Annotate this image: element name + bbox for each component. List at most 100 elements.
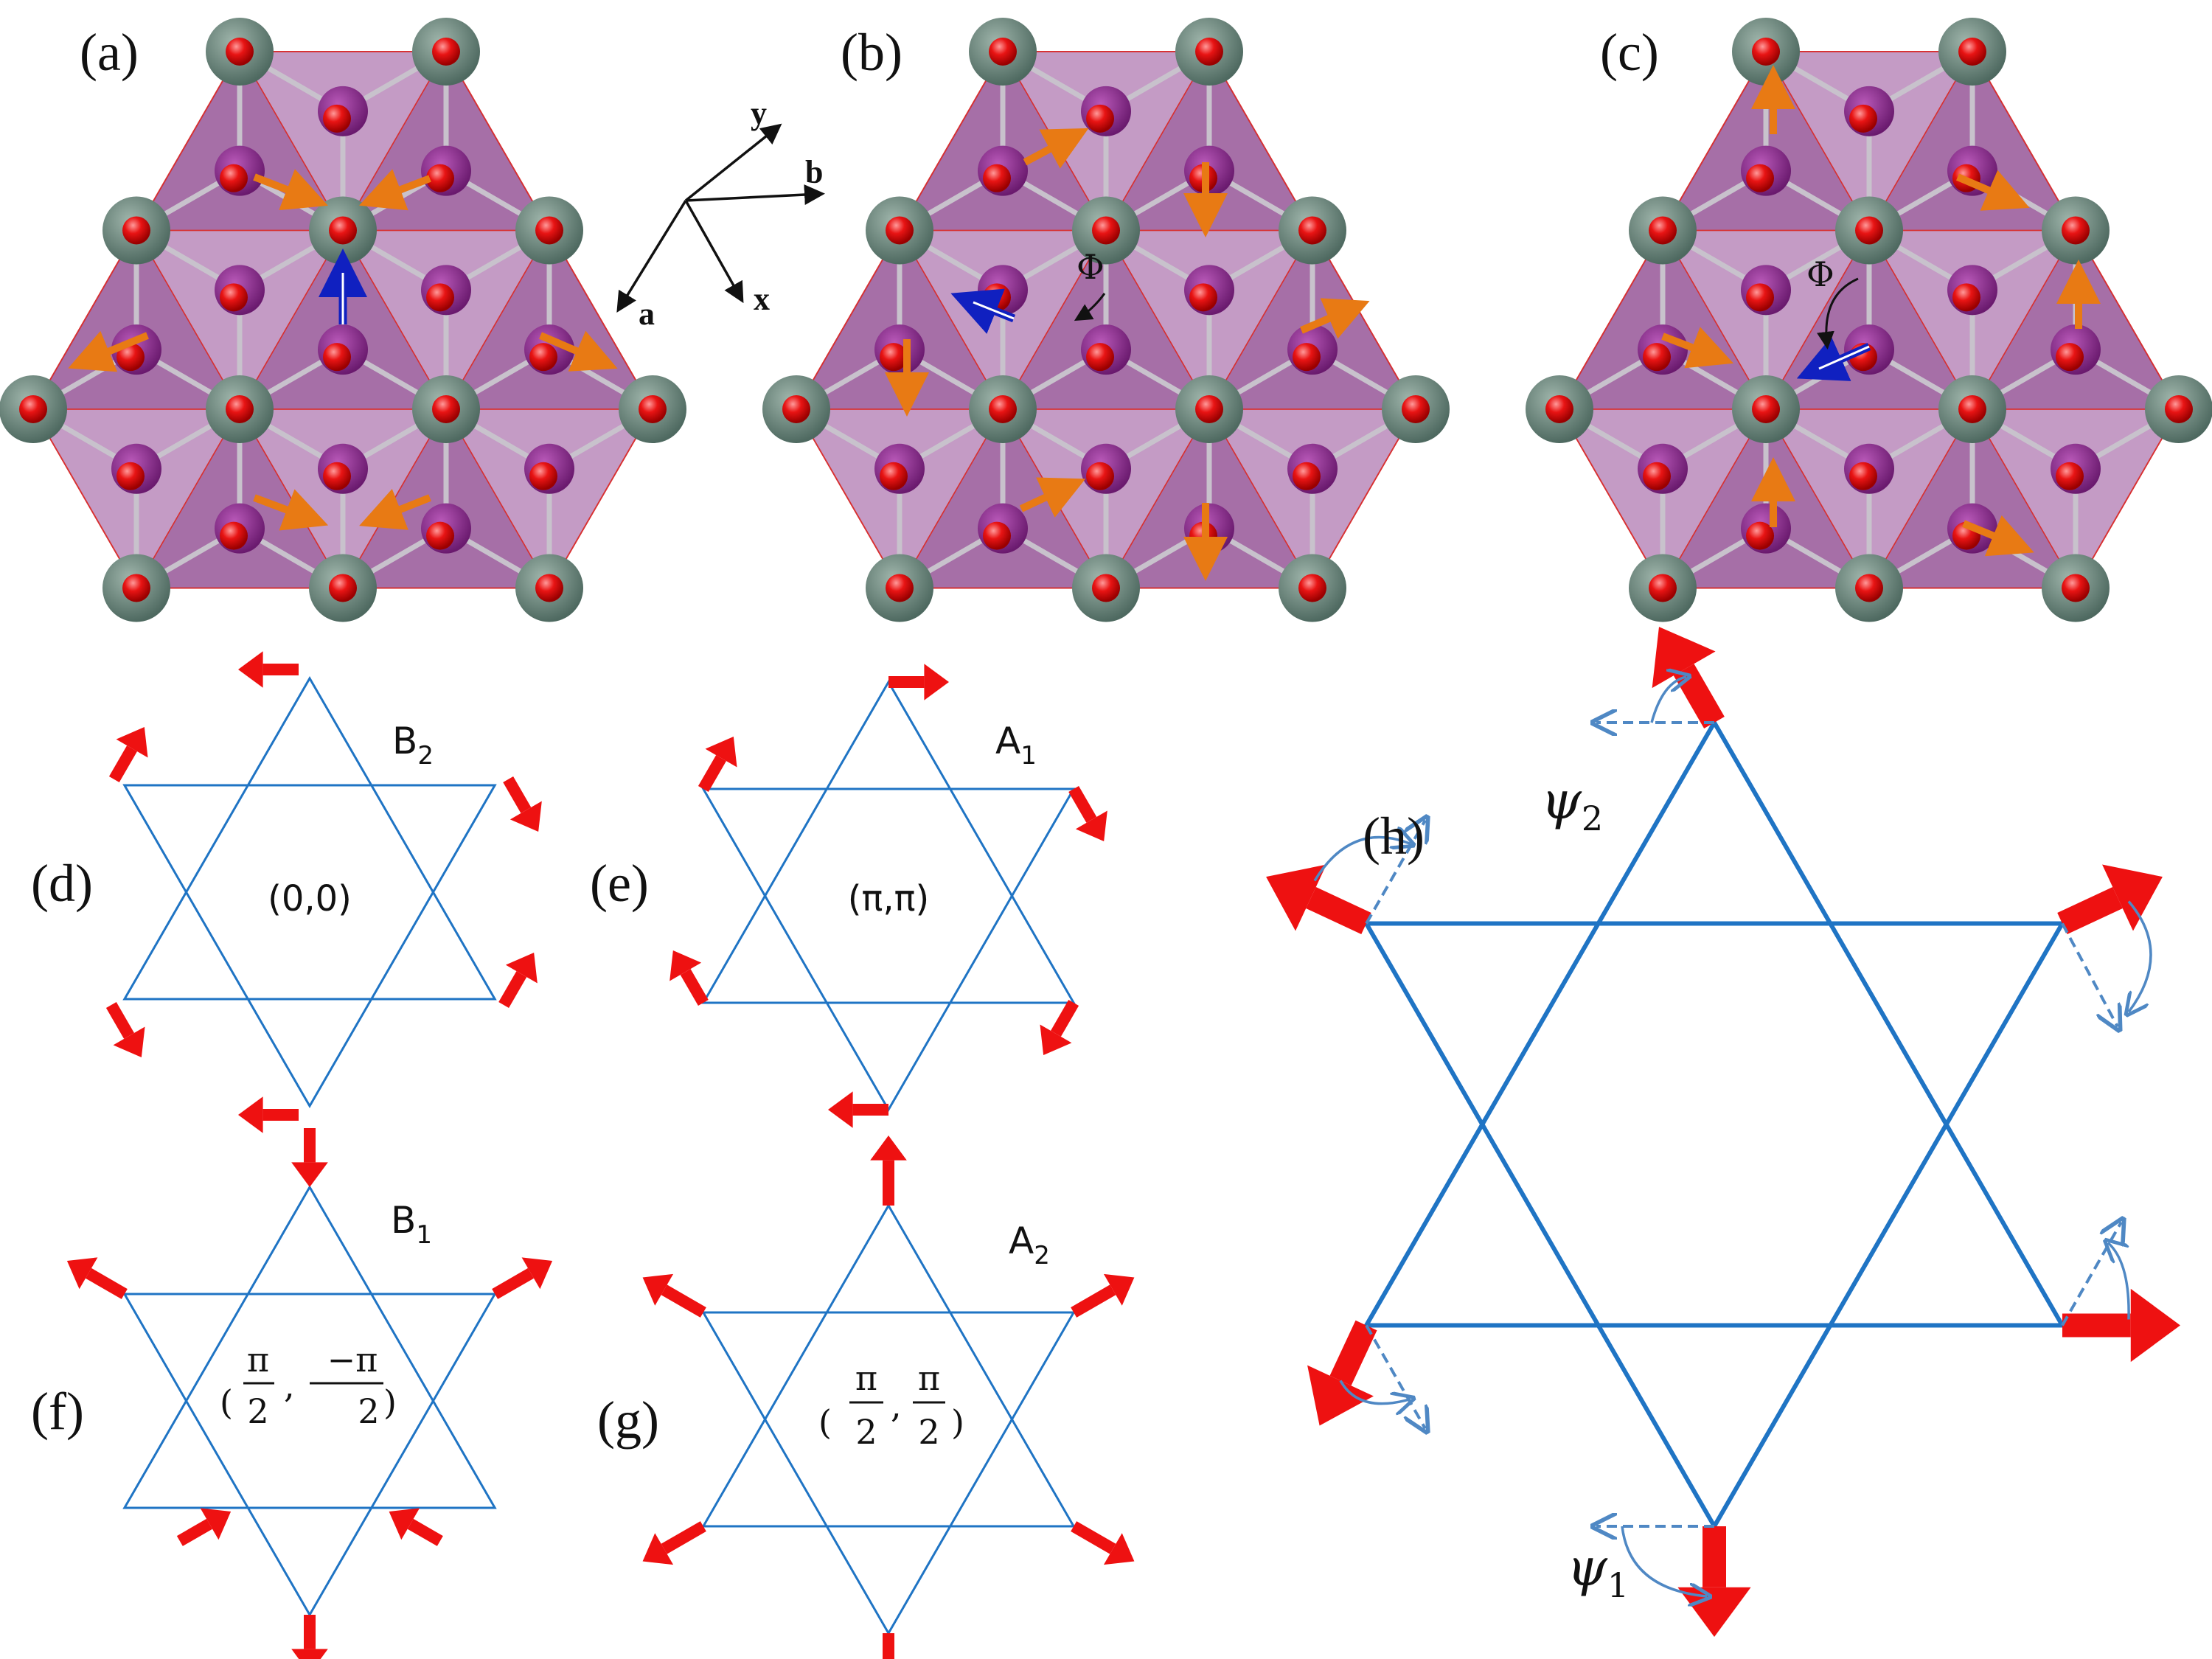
oxygen-atom xyxy=(2056,462,2084,490)
oxygen-atom xyxy=(535,574,563,602)
oxygen-atom xyxy=(1849,104,1877,133)
panel-label-g: (g) xyxy=(597,1391,659,1450)
moment-arrow xyxy=(680,969,709,1006)
moment-arrow-head xyxy=(505,952,538,984)
reference-direction-dashed xyxy=(2061,922,2118,1027)
oxygen-atom xyxy=(1086,104,1114,133)
kagome-triangle-down xyxy=(1362,921,2067,1531)
kagome-star-e xyxy=(669,664,1107,1128)
oxygen-atom xyxy=(1402,394,1430,423)
moment-arrow-head xyxy=(705,736,737,768)
oxygen-atom xyxy=(1298,574,1326,602)
phi-arrow-highlight xyxy=(1818,345,1870,370)
oxygen-atom xyxy=(1958,38,1986,66)
panel-label-a: (a) xyxy=(80,23,139,82)
oxygen-atom xyxy=(1752,38,1780,66)
svg-text:(: ( xyxy=(220,1382,233,1422)
oxygen-atom xyxy=(1086,462,1114,490)
svg-text:−π: −π xyxy=(327,1340,378,1380)
moment-arrow-head xyxy=(1040,1024,1072,1056)
moment-arrow xyxy=(108,745,137,782)
oxygen-atom xyxy=(1746,164,1774,192)
oxygen-atom xyxy=(1643,462,1671,490)
oxygen-atom xyxy=(1958,394,1986,423)
moment-arrow xyxy=(1071,1284,1116,1318)
wavevector-d: (0,0) xyxy=(268,878,352,919)
moment-arrow-head xyxy=(669,950,702,981)
panel-label-f: (f) xyxy=(31,1382,84,1441)
phi-arrow-highlight xyxy=(973,301,1015,320)
axis-x-arrow xyxy=(684,200,744,304)
moment-arrow-head xyxy=(200,1508,232,1540)
psi-angle-arc xyxy=(1313,838,1411,882)
moment-arrow-head xyxy=(2102,864,2163,931)
crystal-structure-b xyxy=(762,18,1450,622)
oxygen-atom xyxy=(2062,216,2090,245)
moment-arrow xyxy=(1051,1000,1079,1037)
moment-arrow-head xyxy=(116,726,148,758)
spin-arrow xyxy=(1019,477,1086,518)
oxygen-atom xyxy=(2062,574,2090,602)
spin-arrow xyxy=(68,330,149,372)
moment-arrow-head xyxy=(1307,1365,1374,1426)
spin-arrow xyxy=(539,330,618,372)
svg-text:π: π xyxy=(247,1340,269,1380)
moment-arrow-head xyxy=(238,651,263,688)
svg-text:): ) xyxy=(383,1382,397,1422)
phi-angle-arc-c xyxy=(1816,277,1859,349)
moment-arrow-head xyxy=(113,1026,145,1058)
svg-text:(: ( xyxy=(818,1402,832,1442)
moment-arrow xyxy=(698,755,726,792)
oxygen-atom xyxy=(1092,216,1120,245)
svg-text:π: π xyxy=(918,1358,940,1398)
axis-label-x: x xyxy=(754,281,770,317)
moment-arrow-head xyxy=(66,1257,98,1290)
spin-arrow xyxy=(359,489,431,530)
moment-arrow xyxy=(1329,1320,1377,1386)
kagome-star-d xyxy=(105,651,542,1133)
psi-angle-arc xyxy=(1650,677,1686,723)
moment-arrow xyxy=(661,1521,706,1554)
oxygen-atom xyxy=(1649,216,1677,245)
oxygen-atom xyxy=(1293,343,1321,372)
panel-label-d: (d) xyxy=(31,854,93,913)
oxygen-atom xyxy=(432,38,460,66)
irrep-label-g: A2 xyxy=(1009,1220,1050,1270)
oxygen-atom xyxy=(19,394,47,423)
oxygen-atom xyxy=(880,462,908,490)
axis-a-arrow xyxy=(616,200,687,313)
spin-arrow xyxy=(1661,327,1734,369)
wavevector-f: ( π 2 , −π 2 ) xyxy=(220,1340,397,1431)
panel-label-c: (c) xyxy=(1600,23,1659,82)
oxygen-atom xyxy=(426,521,454,550)
wavevector-e: (π,π) xyxy=(848,878,930,919)
oxygen-atom xyxy=(329,574,357,602)
moment-arrow xyxy=(492,1267,534,1299)
spin-arrow xyxy=(358,169,431,211)
phi-label-c: Φ xyxy=(1806,254,1834,294)
moment-arrow-head xyxy=(291,1162,328,1187)
moment-arrow-head xyxy=(238,1096,263,1133)
kagome-triangle-up xyxy=(1362,718,2067,1328)
oxygen-atom xyxy=(329,216,357,245)
reference-direction-dashed xyxy=(2061,1222,2121,1326)
kagome-triangle-down xyxy=(701,787,1076,1113)
oxygen-atom xyxy=(1952,283,1980,312)
oxygen-atom xyxy=(886,574,914,602)
oxygen-atom xyxy=(432,394,460,423)
oxygen-atom xyxy=(983,521,1011,550)
oxygen-atom xyxy=(529,462,557,490)
oxygen-atom xyxy=(426,164,454,192)
psi-angle-arc xyxy=(2108,1243,2130,1320)
svg-text:,: , xyxy=(284,1366,295,1405)
kagome-star-f xyxy=(66,1128,553,1659)
oxygen-atom xyxy=(1545,394,1573,423)
reference-direction-dashed xyxy=(1365,1324,1425,1429)
moment-arrow xyxy=(86,1267,128,1299)
panel-label-h: (h) xyxy=(1363,807,1425,866)
axis-b-arrow xyxy=(685,184,825,206)
moment-arrow-head xyxy=(1103,1533,1135,1565)
crystal-structure-a xyxy=(0,18,686,622)
moment-arrow xyxy=(176,1518,213,1546)
kagome-star-h xyxy=(1266,627,2180,1637)
